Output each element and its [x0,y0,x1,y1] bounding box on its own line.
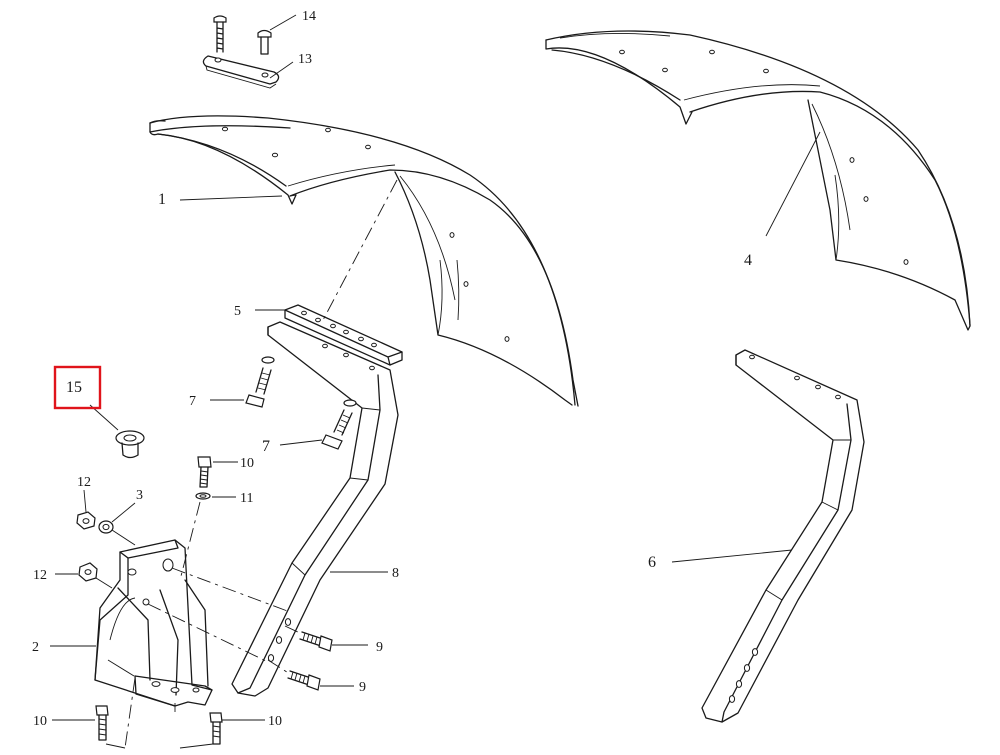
part-2-mount-bracket [94,539,213,707]
part-11-washer [195,492,211,500]
part-3-washer [98,520,114,534]
part-12-nut-b [78,562,98,582]
callout-12-lower: 12 [33,568,47,583]
part-14-bolt-a [213,15,227,53]
part-14-bolt-b [257,29,272,55]
part-1-left-fender [149,115,579,407]
part-7-bolt-a [245,356,275,408]
callout-9-lower: 9 [359,680,366,695]
callout-10-bottom-left: 10 [33,714,47,729]
callout-4: 4 [744,252,752,269]
highlight-box [53,365,102,410]
callout-6: 6 [648,554,656,571]
part-10-bolt-left [95,705,109,741]
callout-15: 15 [66,379,82,396]
callout-7-upper: 7 [189,394,196,409]
part-4-right-fender [545,30,971,331]
callout-10-bottom-right: 10 [268,714,282,729]
callout-9-upper: 9 [376,640,383,655]
part-9-bolt-a [299,631,333,652]
callout-3: 3 [136,488,143,503]
part-10-bolt-top [197,456,212,488]
part-9-bolt-b [287,670,321,691]
part-10-bolt-right [209,712,223,745]
callout-8: 8 [392,566,399,581]
callout-7-lower: 7 [262,438,270,455]
callout-15-highlight: 15 [53,365,102,410]
part-12-nut-a [76,511,96,530]
callout-11: 11 [240,491,253,506]
callout-1: 1 [158,191,166,208]
callout-5: 5 [234,304,241,319]
part-8-support-arm [231,321,399,697]
part-6-support-arm [701,349,865,723]
callout-12-upper: 12 [77,475,91,490]
part-15-bushing [115,430,145,459]
callout-2: 2 [32,640,39,655]
part-13-strap [202,55,280,89]
part-5-bar [284,304,403,366]
part-7-bolt-b [321,399,357,450]
callout-10-top: 10 [240,456,254,471]
callout-13: 13 [298,52,312,67]
callout-14: 14 [302,9,316,24]
